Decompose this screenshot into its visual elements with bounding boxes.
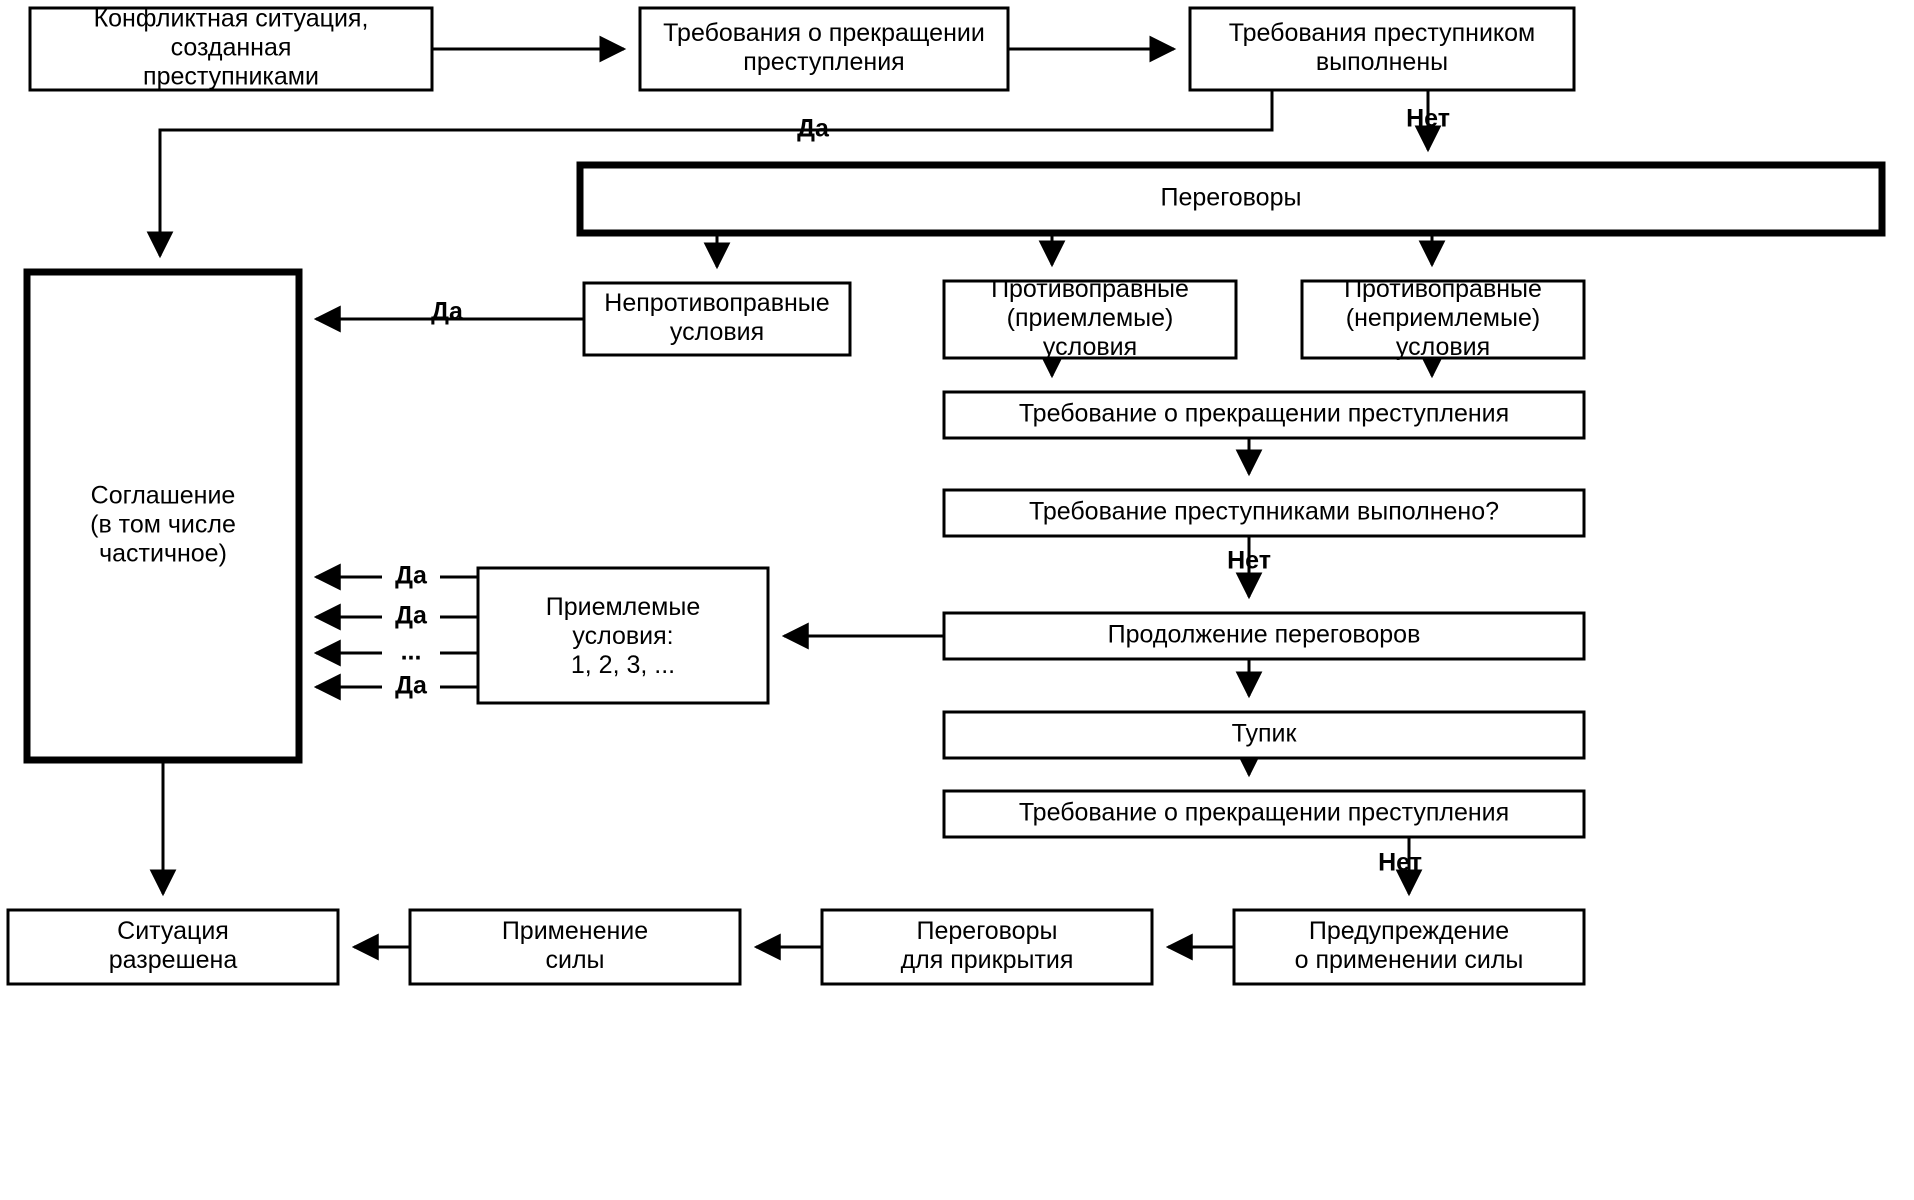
node-box-use-of-force [408, 908, 742, 986]
node-unlawful-unacceptable[interactable]: Противоправные(неприемлемые)условия [1300, 275, 1586, 361]
node-label-acceptable-conditions-line-1: условия: [572, 622, 673, 650]
node-label-cover-negotiations-line-0: Переговоры [917, 917, 1058, 945]
edge-label-label-yes-3: Да [395, 672, 428, 700]
node-label-unlawful-acceptable-line-0: Противоправные [991, 275, 1189, 303]
node-label-conflict-line-2: преступниками [143, 63, 319, 91]
node-label-use-of-force-line-0: Применение [502, 917, 648, 945]
node-box-warning-force [1232, 908, 1586, 986]
node-label-lawful-conditions-line-0: Непротивоправные [604, 289, 829, 317]
node-deadlock[interactable]: Тупик [942, 710, 1586, 760]
node-label-agreement-line-0: Соглашение [91, 482, 236, 510]
node-label-acceptable-conditions-line-2: 1, 2, 3, ... [571, 651, 675, 679]
node-label-negotiations-line-0: Переговоры [1161, 184, 1302, 212]
edge-label-label-yes-2: Да [395, 602, 428, 630]
node-label-continue-negotiations-line-0: Продолжение переговоров [1108, 621, 1421, 649]
node-conflict[interactable]: Конфликтная ситуация,созданнаяпреступник… [28, 5, 434, 92]
node-label-unlawful-unacceptable-line-2: условия [1396, 333, 1490, 361]
node-label-agreement-line-2: частичное) [99, 540, 227, 568]
node-box-unlawful-acceptable [942, 279, 1238, 360]
node-label-unlawful-unacceptable-line-1: (неприемлемые) [1346, 304, 1540, 332]
node-box-lawful-conditions [582, 281, 852, 357]
node-label-use-of-force-line-1: силы [545, 946, 604, 974]
edge-label-label-yes-1: Да [395, 562, 428, 590]
node-box-situation-resolved [6, 908, 340, 986]
node-box-conflict [28, 6, 434, 92]
edge-yes-to-agreement [146, 90, 1274, 259]
edge-label-label-no-met: Нет [1227, 547, 1271, 575]
node-box-demands-met [1188, 6, 1576, 92]
node-label-demand-met-q-line-0: Требование преступниками выполнено? [1029, 498, 1499, 526]
node-label-unlawful-acceptable-line-1: (приемлемые) [1007, 304, 1174, 332]
node-box-demand-stop-2 [942, 390, 1586, 440]
node-label-conflict-line-0: Конфликтная ситуация, [94, 5, 369, 33]
node-label-demand-stop-2-line-0: Требование о прекращении преступления [1019, 400, 1509, 428]
node-box-cover-negotiations [820, 908, 1154, 986]
node-label-situation-resolved-line-1: разрешена [109, 946, 238, 974]
node-label-demands-met-line-1: выполнены [1316, 48, 1448, 76]
node-box-negotiations [576, 161, 1886, 237]
node-label-warning-force-line-0: Предупреждение [1309, 917, 1509, 945]
node-label-lawful-conditions-line-1: условия [670, 318, 764, 346]
node-label-situation-resolved-line-0: Ситуация [117, 917, 229, 945]
edge-label-label-ellipsis: ... [401, 638, 422, 666]
node-label-agreement-line-1: (в том числе [90, 511, 236, 539]
node-label-acceptable-conditions-line-0: Приемлемые [546, 593, 700, 621]
node-label-demand-stop-3-line-0: Требование о прекращении преступления [1019, 799, 1509, 827]
node-demand-stop-3[interactable]: Требование о прекращении преступления [942, 789, 1586, 839]
edge-label-label-no-top: Нет [1406, 105, 1450, 133]
edge-label-label-yes-lawful: Да [431, 298, 464, 326]
node-label-demand-stop-1-line-0: Требования о прекращении [663, 19, 985, 47]
edge-label-label-yes-top: Да [797, 115, 830, 143]
node-label-demand-stop-1-line-1: преступления [743, 48, 904, 76]
node-box-agreement [23, 268, 303, 764]
node-label-demands-met-line-0: Требования преступником [1229, 19, 1535, 47]
node-label-unlawful-acceptable-line-2: условия [1043, 333, 1137, 361]
node-unlawful-acceptable[interactable]: Противоправные(приемлемые)условия [942, 275, 1238, 361]
node-label-unlawful-unacceptable-line-0: Противоправные [1344, 275, 1542, 303]
node-box-demand-stop-1 [638, 6, 1010, 92]
node-box-acceptable-conditions [476, 566, 770, 705]
node-continue-negotiations[interactable]: Продолжение переговоров [942, 611, 1586, 661]
edges-layer [146, 35, 1446, 961]
node-box-unlawful-unacceptable [1300, 279, 1586, 360]
node-label-warning-force-line-1: о применении силы [1295, 946, 1524, 974]
node-label-deadlock-line-0: Тупик [1232, 720, 1298, 748]
node-demand-met-q[interactable]: Требование преступниками выполнено? [942, 488, 1586, 538]
node-box-continue-negotiations [942, 611, 1586, 661]
node-box-demand-stop-3 [942, 789, 1586, 839]
nodes-layer: Конфликтная ситуация,созданнаяпреступник… [6, 5, 1886, 986]
node-box-demand-met-q [942, 488, 1586, 538]
edge-label-label-no-warning: Нет [1378, 849, 1422, 877]
node-label-cover-negotiations-line-1: для прикрытия [901, 946, 1074, 974]
node-label-conflict-line-1: созданная [171, 34, 292, 62]
node-box-deadlock [942, 710, 1586, 760]
node-negotiations[interactable]: Переговоры [576, 161, 1886, 237]
node-demand-stop-2[interactable]: Требование о прекращении преступления [942, 390, 1586, 440]
